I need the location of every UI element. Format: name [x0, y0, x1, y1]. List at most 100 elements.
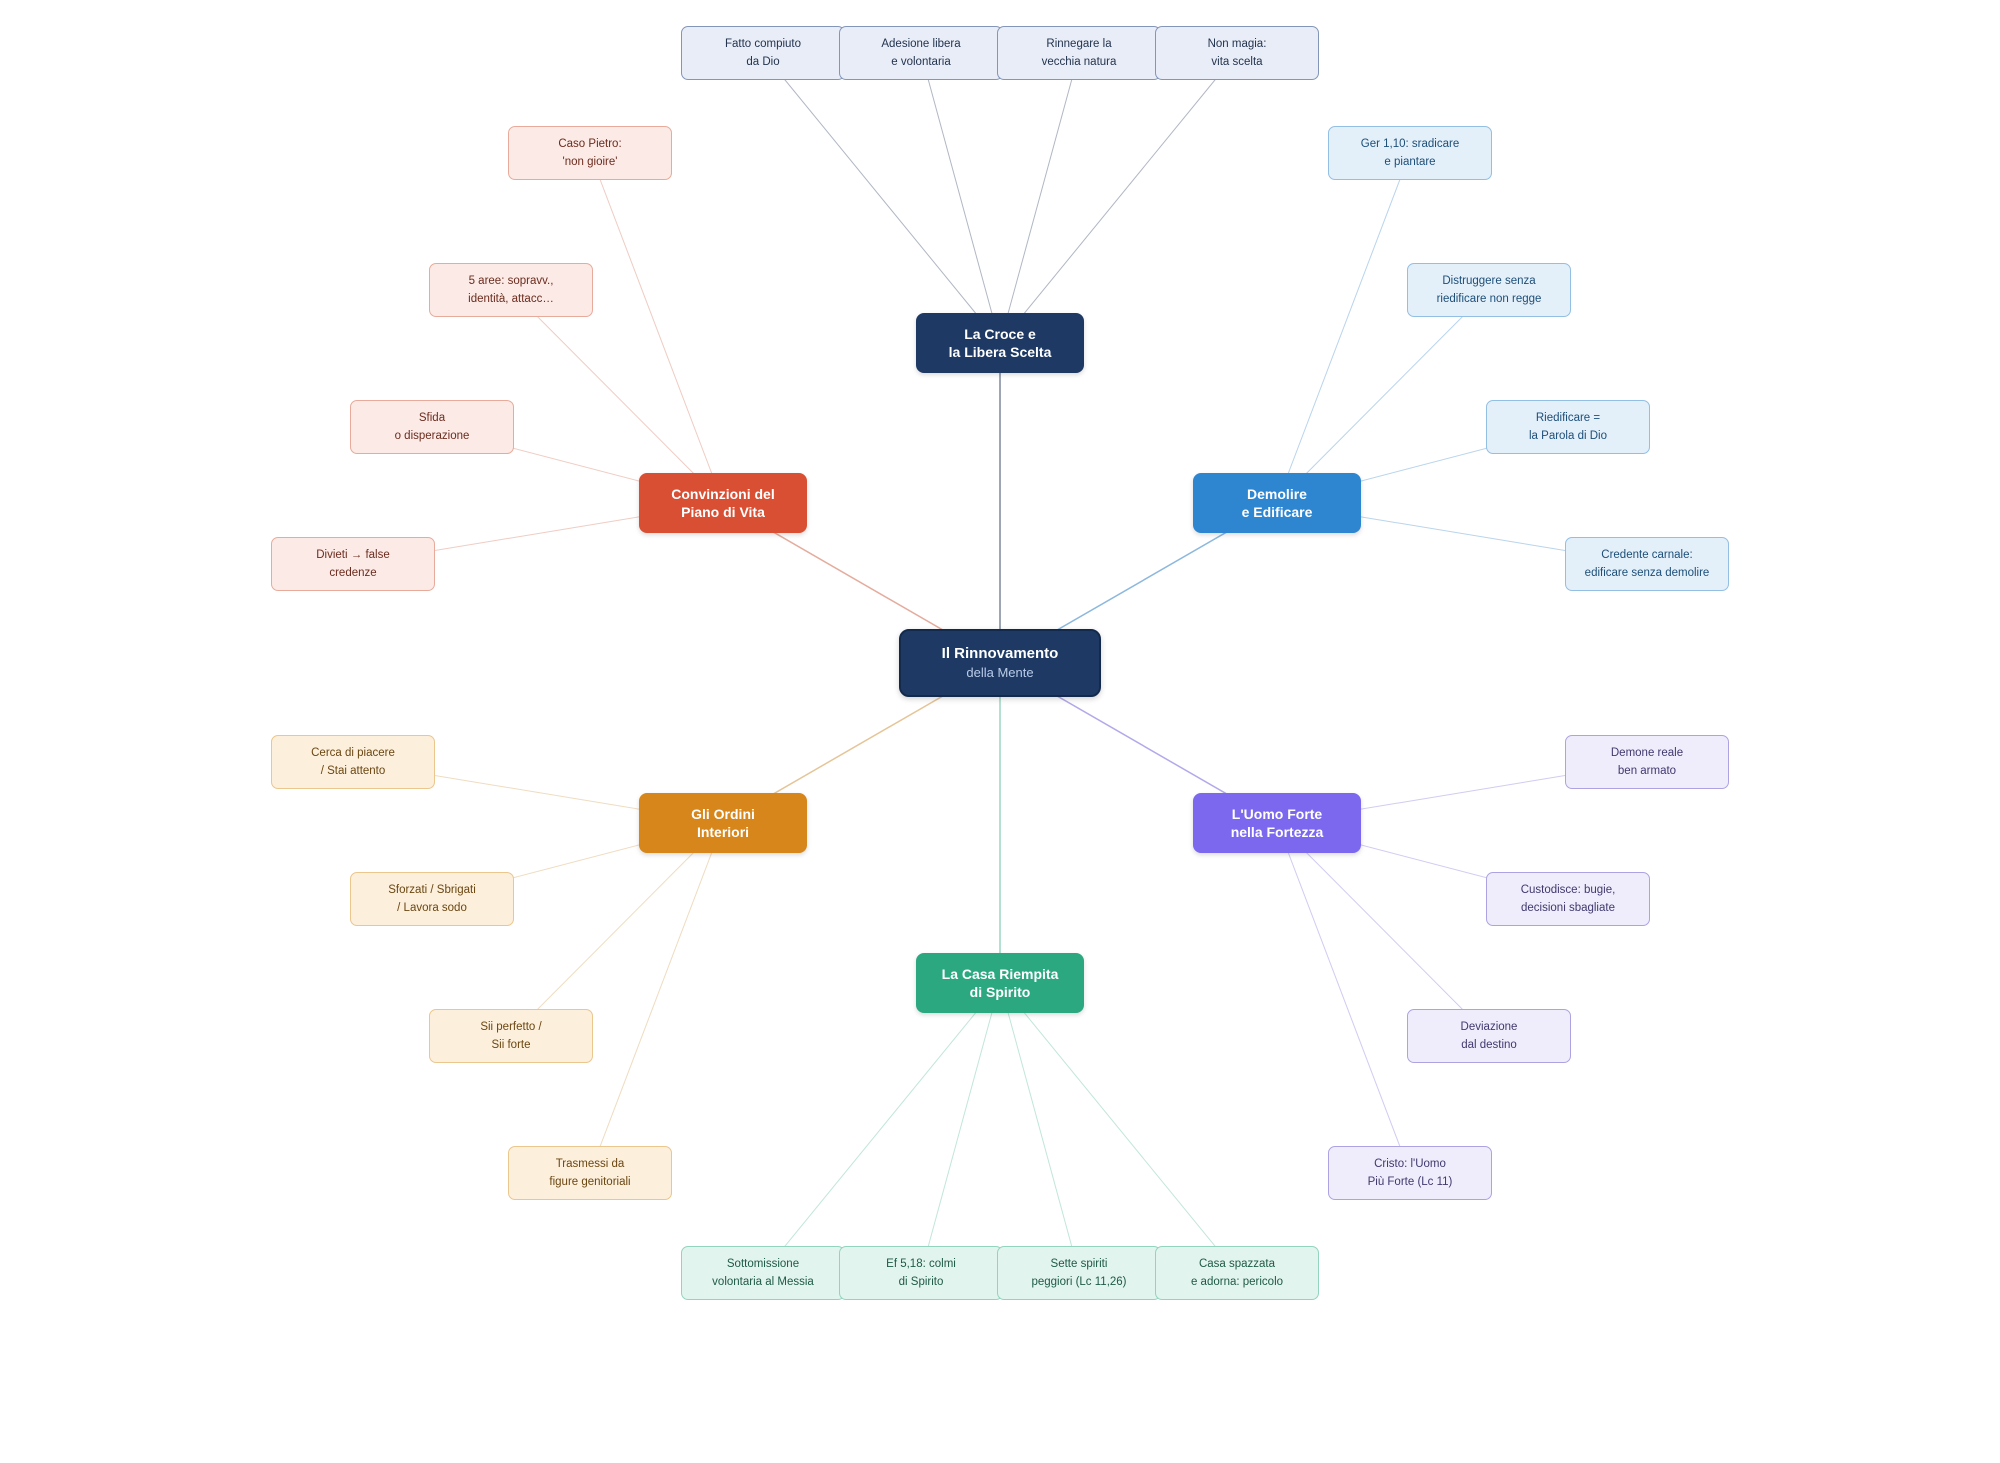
root-subtitle: della Mente — [966, 665, 1034, 680]
edge-ordini-to-leaf — [510, 822, 724, 1037]
leaf-ordini-sforzati[interactable]: Sforzati / Sbrigati / Lavora sodo — [350, 872, 514, 926]
leaf-label: Sii forte — [491, 1039, 531, 1051]
leaf-casa-spazzata[interactable]: Casa spazzata e adorna: pericolo — [1155, 1246, 1319, 1300]
leaf-convinzioni-caso-pietro[interactable]: Caso Pietro: 'non gioire' — [508, 126, 672, 180]
leaf-ordini-sii-perfetto[interactable]: Sii perfetto / Sii forte — [429, 1009, 593, 1063]
leaf-label: Riedificare = — [1535, 412, 1601, 424]
leaf-convinzioni-5-aree[interactable]: 5 aree: sopravv., identità, attacc… — [429, 263, 593, 317]
root-title: Il Rinnovamento — [941, 645, 1059, 662]
leaf-label: e adorna: pericolo — [1190, 1276, 1284, 1288]
leaf-label: Adesione libera — [881, 38, 961, 50]
leaf-label: peggiori (Lc 11,26) — [1031, 1276, 1127, 1288]
branch-label: la Libera Scelta — [948, 344, 1052, 360]
leaf-demolire-credente-carnale[interactable]: Credente carnale: edificare senza demoli… — [1565, 537, 1729, 591]
leaf-label: Deviazione — [1460, 1021, 1518, 1033]
leaf-label: Più Forte (Lc 11) — [1367, 1176, 1453, 1188]
branch-label: e Edificare — [1241, 504, 1313, 520]
branch-uomo-forte[interactable]: L'Uomo Forte nella Fortezza — [1193, 793, 1361, 853]
leaf-label: / Stai attento — [320, 765, 386, 777]
edge-uomo-to-leaf — [1276, 822, 1490, 1037]
leaf-label: identità, attacc… — [468, 293, 554, 305]
leaf-croce-rinnegare[interactable]: Rinnegare la vecchia natura — [997, 26, 1161, 80]
root-node[interactable]: Il Rinnovamento della Mente — [899, 629, 1101, 697]
branch-croce[interactable]: La Croce e la Libera Scelta — [916, 313, 1084, 373]
branch-convinzioni[interactable]: Convinzioni del Piano di Vita — [639, 473, 807, 533]
leaf-uomo-demone-reale[interactable]: Demone reale ben armato — [1565, 735, 1729, 789]
leaf-label: Caso Pietro: — [558, 138, 622, 150]
leaf-demolire-riedificare[interactable]: Riedificare = la Parola di Dio — [1486, 400, 1650, 454]
edge-convinzioni-to-leaf — [510, 289, 724, 504]
leaf-label: Sii perfetto / — [480, 1021, 542, 1033]
leaf-uomo-custodisce[interactable]: Custodisce: bugie, decisioni sbagliate — [1486, 872, 1650, 926]
leaf-croce-adesione-libera[interactable]: Adesione libera e volontaria — [839, 26, 1003, 80]
leaf-label: Sforzati / Sbrigati — [388, 884, 476, 896]
leaf-label: Sottomissione — [726, 1258, 800, 1270]
leaf-label: la Parola di Dio — [1529, 430, 1607, 442]
branch-label: Convinzioni del — [671, 486, 775, 502]
edge-casa-to-leaf — [999, 982, 1238, 1274]
leaf-croce-non-magia[interactable]: Non magia: vita scelta — [1155, 26, 1319, 80]
leaf-label: Non magia: — [1207, 38, 1267, 50]
leaf-label: Custodisce: bugie, — [1520, 884, 1616, 896]
leaf-label: credenze — [329, 567, 377, 579]
leaf-label: Ef 5,18: colmi — [886, 1258, 956, 1270]
leaf-label: decisioni sbagliate — [1521, 902, 1615, 914]
leaf-ordini-trasmessi[interactable]: Trasmessi da figure genitoriali — [508, 1146, 672, 1200]
leaf-uomo-deviazione[interactable]: Deviazione dal destino — [1407, 1009, 1571, 1063]
leaf-label: Demone reale — [1610, 747, 1684, 759]
leaf-label: Distruggere senza — [1442, 275, 1536, 287]
leaf-label: Rinnegare la — [1046, 38, 1112, 50]
edge-convinzioni-to-leaf — [589, 152, 724, 504]
leaf-convinzioni-divieti[interactable]: Divieti → false credenze — [271, 537, 435, 591]
leaf-uomo-cristo[interactable]: Cristo: l'Uomo Più Forte (Lc 11) — [1328, 1146, 1492, 1200]
leaf-casa-ef-5-18[interactable]: Ef 5,18: colmi di Spirito — [839, 1246, 1003, 1300]
edge-croce-to-leaf — [999, 52, 1238, 344]
edge-casa-to-leaf — [999, 982, 1080, 1274]
leaf-label: figure genitoriali — [549, 1176, 631, 1188]
branch-demolire[interactable]: Demolire e Edificare — [1193, 473, 1361, 533]
leaf-croce-fatto-compiuto[interactable]: Fatto compiuto da Dio — [681, 26, 845, 80]
leaf-label: e piantare — [1384, 156, 1436, 168]
leaf-label: Ger 1,10: sradicare — [1360, 138, 1460, 150]
branch-label: La Croce e — [964, 326, 1036, 342]
leaf-casa-sottomissione[interactable]: Sottomissione volontaria al Messia — [681, 1246, 845, 1300]
leaf-label: Cerca di piacere — [311, 747, 395, 759]
edge-uomo-to-leaf — [1276, 822, 1411, 1174]
leaf-label: riedificare non regge — [1436, 293, 1542, 305]
leaf-label: edificare senza demolire — [1584, 567, 1710, 579]
leaf-label: vecchia natura — [1041, 56, 1117, 68]
leaf-ordini-cerca-di-piacere[interactable]: Cerca di piacere / Stai attento — [271, 735, 435, 789]
branch-label: Piano di Vita — [681, 504, 765, 520]
branch-ordini-interiori[interactable]: Gli Ordini Interiori — [639, 793, 807, 853]
leaf-casa-sette-spiriti[interactable]: Sette spiriti peggiori (Lc 11,26) — [997, 1246, 1161, 1300]
leaf-convinzioni-sfida[interactable]: Sfida o disperazione — [350, 400, 514, 454]
leaf-label: Fatto compiuto — [724, 38, 802, 50]
edge-casa-to-leaf — [762, 982, 1001, 1274]
leaf-label: Sette spiriti — [1050, 1258, 1108, 1270]
branch-label: Demolire — [1247, 486, 1307, 502]
branch-label: L'Uomo Forte — [1231, 806, 1323, 822]
leaf-label: e volontaria — [891, 56, 951, 68]
leaf-label: vita scelta — [1211, 56, 1263, 68]
leaf-label: dal destino — [1461, 1039, 1517, 1051]
leaf-label: Divieti → false — [316, 549, 390, 561]
leaf-label: Credente carnale: — [1601, 549, 1693, 561]
branch-label: La Casa Riempita — [941, 966, 1059, 982]
leaf-label: 5 aree: sopravv., — [468, 275, 554, 287]
branch-casa-riempita[interactable]: La Casa Riempita di Spirito — [916, 953, 1084, 1013]
edge-croce-to-leaf — [762, 52, 1001, 344]
edge-croce-to-leaf — [920, 52, 1001, 344]
branch-label: Gli Ordini — [691, 806, 755, 822]
edge-casa-to-leaf — [920, 982, 1001, 1274]
leaf-demolire-ger[interactable]: Ger 1,10: sradicare e piantare — [1328, 126, 1492, 180]
branch-label: di Spirito — [969, 984, 1031, 1000]
leaf-label: Cristo: l'Uomo — [1374, 1158, 1446, 1170]
leaf-label: / Lavora sodo — [397, 902, 467, 914]
leaf-label: 'non gioire' — [562, 156, 618, 168]
leaf-label: volontaria al Messia — [712, 1276, 814, 1288]
branch-label: Interiori — [696, 824, 750, 840]
leaf-demolire-distruggere[interactable]: Distruggere senza riedificare non regge — [1407, 263, 1571, 317]
leaf-label: o disperazione — [394, 430, 470, 442]
leaf-label: da Dio — [746, 56, 780, 68]
